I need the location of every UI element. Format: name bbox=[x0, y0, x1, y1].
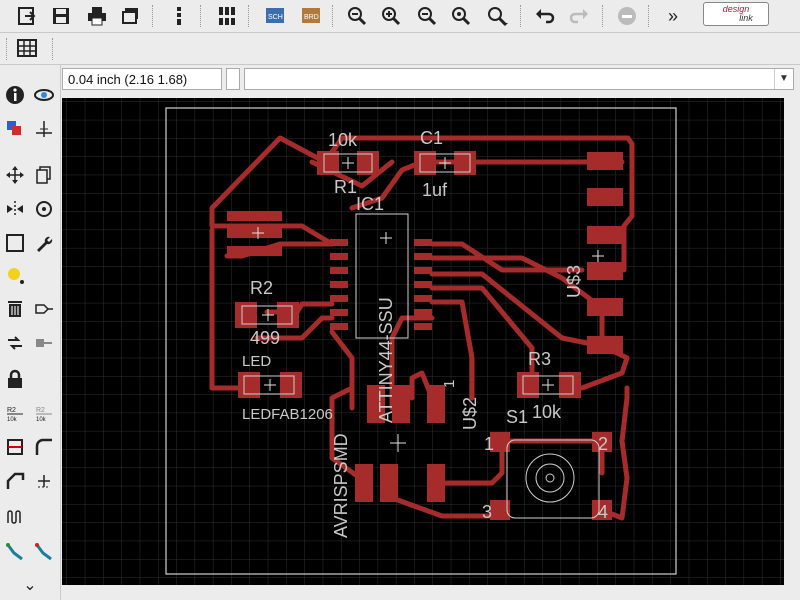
value-icon[interactable]: R2 10k bbox=[32, 401, 56, 425]
u2-ref-label: U$2 bbox=[460, 397, 480, 430]
designlink-top: design bbox=[722, 4, 750, 14]
r2-value-label: 499 bbox=[250, 328, 280, 348]
rotate-icon[interactable] bbox=[32, 197, 56, 221]
optimize-icon[interactable] bbox=[3, 469, 27, 493]
meander-icon[interactable] bbox=[3, 505, 27, 529]
svg-text:BRD: BRD bbox=[304, 14, 319, 21]
window-icon[interactable] bbox=[118, 3, 144, 29]
svg-text:SCH: SCH bbox=[268, 14, 283, 21]
c1-ref-label: C1 bbox=[420, 128, 443, 148]
svg-text:10k: 10k bbox=[7, 417, 18, 423]
zoom-select-icon[interactable] bbox=[484, 3, 510, 29]
mark-icon[interactable] bbox=[32, 117, 56, 141]
c1-value-label: 1uf bbox=[422, 180, 448, 200]
svg-text:10k: 10k bbox=[36, 417, 47, 423]
miter-icon[interactable] bbox=[32, 435, 56, 459]
zoom-fit-icon[interactable] bbox=[344, 3, 370, 29]
change-wrench-icon[interactable] bbox=[32, 231, 56, 255]
expand-chevron-icon[interactable]: ⌄ bbox=[23, 577, 37, 594]
led-ref-label: LED bbox=[242, 353, 271, 370]
cam-icon[interactable] bbox=[166, 3, 192, 29]
save-icon[interactable] bbox=[48, 3, 74, 29]
name-icon[interactable]: R2 10k bbox=[3, 401, 27, 425]
board-outline bbox=[165, 107, 677, 575]
zoom-out-icon[interactable] bbox=[414, 3, 440, 29]
horizontal-scrollbar[interactable] bbox=[62, 585, 800, 600]
display-layers-icon[interactable] bbox=[3, 117, 27, 141]
copper-pads bbox=[227, 151, 623, 520]
origin-crosses bbox=[252, 157, 604, 452]
coordinate-display: 0.04 inch (2.16 1.68) bbox=[62, 68, 222, 90]
command-input[interactable]: ▼ bbox=[244, 68, 794, 90]
s1-ref-label: S1 bbox=[506, 407, 528, 427]
svg-text:R2: R2 bbox=[36, 407, 45, 414]
copy-icon[interactable] bbox=[32, 163, 56, 187]
add-icon[interactable] bbox=[32, 297, 56, 321]
schematic-icon[interactable]: SCH bbox=[262, 3, 288, 29]
board-icon[interactable]: BRD bbox=[298, 3, 324, 29]
move-icon[interactable] bbox=[3, 163, 27, 187]
delete-icon[interactable] bbox=[3, 297, 27, 321]
print-icon[interactable] bbox=[84, 3, 110, 29]
main-toolbar: SCH BRD » design link bbox=[0, 0, 800, 33]
paint-icon[interactable] bbox=[3, 263, 27, 287]
switch-pin-3: 3 bbox=[482, 502, 492, 522]
ripup-icon[interactable] bbox=[32, 539, 56, 563]
mirror-icon[interactable] bbox=[3, 197, 27, 221]
pcb-layout: 10k R1 C1 1uf IC1 ATTINY44-SSU R2 499 LE… bbox=[62, 98, 784, 585]
command-toolbar: R2 10k R2 10k ⌄ bbox=[0, 65, 61, 600]
board-canvas[interactable]: 10k R1 C1 1uf IC1 ATTINY44-SSU R2 499 LE… bbox=[62, 98, 784, 585]
r3-ref-label: R3 bbox=[528, 349, 551, 369]
chevron-down-icon[interactable]: ▼ bbox=[774, 69, 793, 89]
component-outlines bbox=[241, 153, 600, 519]
pinswap-icon[interactable] bbox=[32, 331, 56, 355]
switch-pin-1: 1 bbox=[484, 434, 494, 454]
replace-icon[interactable] bbox=[3, 331, 27, 355]
open-icon[interactable] bbox=[14, 3, 40, 29]
lock-icon[interactable] bbox=[3, 367, 27, 391]
show-eye-icon[interactable] bbox=[32, 83, 56, 107]
vertical-scrollbar[interactable] bbox=[784, 98, 800, 585]
ic1-ref-label: IC1 bbox=[356, 194, 384, 214]
switch-pin-2: 2 bbox=[598, 434, 608, 454]
grid-icon[interactable] bbox=[14, 35, 40, 61]
split-icon[interactable] bbox=[3, 435, 27, 459]
u3-ref-label: U$3 bbox=[564, 265, 584, 298]
group-icon[interactable] bbox=[3, 231, 27, 255]
led-value-label: LEDFAB1206 bbox=[242, 406, 333, 423]
undo-icon[interactable] bbox=[532, 3, 558, 29]
smash-icon[interactable] bbox=[32, 469, 56, 493]
designlink-button[interactable]: design link bbox=[703, 2, 769, 26]
info-icon[interactable] bbox=[3, 83, 27, 107]
layer-settings-icon[interactable] bbox=[214, 3, 240, 29]
stop-icon[interactable] bbox=[614, 3, 640, 29]
switch-pin-4: 4 bbox=[598, 502, 608, 522]
svg-text:R2: R2 bbox=[7, 407, 16, 414]
command-spacer bbox=[226, 68, 240, 90]
ic1-value-label: ATTINY44-SSU bbox=[376, 297, 396, 423]
r2-ref-label: R2 bbox=[250, 278, 273, 298]
more-tools-icon[interactable]: » bbox=[667, 5, 678, 26]
zoom-redraw-icon[interactable] bbox=[448, 3, 474, 29]
r1-value-label: 10k bbox=[328, 130, 358, 150]
r1-ref-label: R1 bbox=[334, 177, 357, 197]
designlink-bottom: link bbox=[739, 13, 753, 23]
parameter-toolbar bbox=[0, 33, 800, 65]
avr-value-label: AVRISPSMD bbox=[331, 433, 351, 538]
r3-value-label: 10k bbox=[532, 402, 562, 422]
redo-icon[interactable] bbox=[566, 3, 592, 29]
pin1-label: 1 bbox=[441, 380, 458, 388]
route-icon[interactable] bbox=[3, 539, 27, 563]
zoom-in-icon[interactable] bbox=[378, 3, 404, 29]
